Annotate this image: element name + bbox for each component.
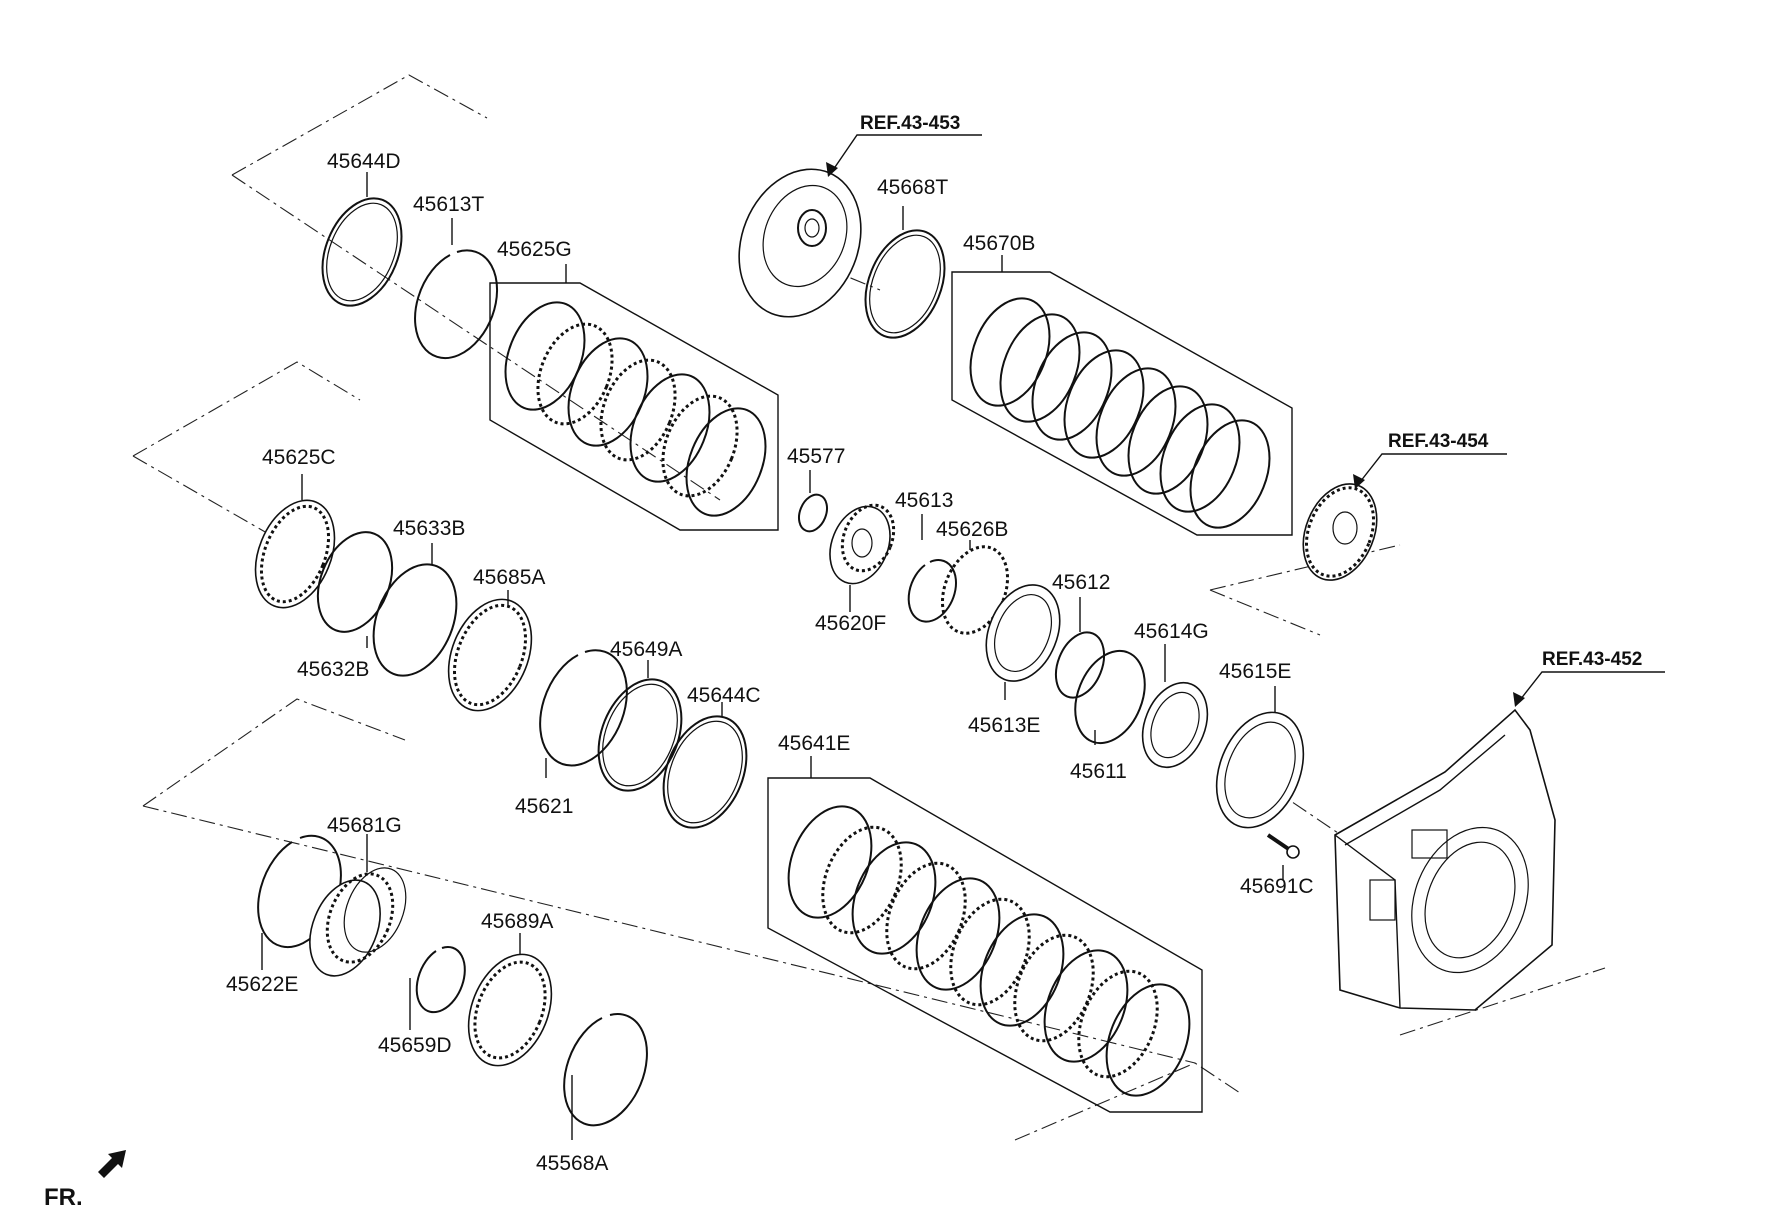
label-45644C[interactable]: 45644C [687, 684, 761, 707]
label-45614G[interactable]: 45614G [1134, 620, 1209, 643]
label-45681G[interactable]: 45681G [327, 814, 402, 837]
part-45568A[interactable] [563, 1013, 648, 1127]
label-45621[interactable]: 45621 [515, 795, 573, 818]
label-45659D[interactable]: 45659D [378, 1034, 452, 1057]
part-45612[interactable] [1047, 625, 1113, 705]
label-45644D[interactable]: 45644D [327, 150, 401, 173]
label-45615E[interactable]: 45615E [1219, 660, 1291, 683]
part-45620F[interactable] [819, 497, 903, 592]
label-45620F[interactable]: 45620F [815, 612, 886, 635]
part-45613T[interactable] [414, 249, 499, 359]
front-direction-arrow-icon [98, 1150, 126, 1178]
label-45577[interactable]: 45577 [787, 445, 845, 468]
label-45613T[interactable]: 45613T [413, 193, 484, 216]
label-45625G[interactable]: 45625G [497, 238, 572, 261]
part-45622E[interactable] [257, 834, 342, 948]
part-45613[interactable] [907, 559, 957, 623]
ref-43-453-label[interactable]: REF.43-453 [860, 113, 960, 134]
part-45691C-bolt[interactable] [1266, 833, 1300, 859]
ref-leaders [826, 134, 1665, 707]
front-direction-label: FR. [44, 1184, 83, 1211]
label-45568A[interactable]: 45568A [536, 1152, 608, 1175]
part-45625G-discs[interactable] [491, 291, 781, 528]
part-45621[interactable] [539, 649, 628, 767]
label-45622E[interactable]: 45622E [226, 973, 298, 996]
part-45670B-plates[interactable] [956, 287, 1285, 540]
label-45641E[interactable]: 45641E [778, 732, 850, 755]
part-45659D[interactable] [415, 945, 466, 1014]
part-45614G[interactable] [1131, 673, 1220, 777]
part-45641E-plates[interactable] [773, 794, 1205, 1108]
part-45644D[interactable] [308, 187, 417, 318]
part-45632B[interactable] [304, 521, 406, 643]
part-45689A[interactable] [453, 942, 567, 1078]
label-45625C[interactable]: 45625C [262, 446, 336, 469]
clutch-pack-45625G-box [489, 282, 779, 531]
label-45613E[interactable]: 45613E [968, 714, 1040, 737]
part-45649A[interactable] [583, 667, 697, 803]
label-45613[interactable]: 45613 [895, 489, 953, 512]
part-45577[interactable] [794, 491, 832, 536]
clutch-pack-45670B-box [951, 271, 1293, 536]
label-45626B[interactable]: 45626B [936, 518, 1008, 541]
label-45611[interactable]: 45611 [1070, 760, 1127, 783]
part-ref-43-453-pump[interactable] [718, 151, 882, 335]
label-45668T[interactable]: 45668T [877, 176, 948, 199]
part-ref-43-452-transmission-case[interactable] [1334, 708, 1556, 1011]
part-45613E[interactable] [973, 574, 1074, 692]
part-45668T[interactable] [851, 219, 960, 350]
leader-lines [261, 172, 1284, 1140]
ref-43-452-label[interactable]: REF.43-452 [1542, 649, 1642, 670]
label-45633B[interactable]: 45633B [393, 517, 465, 540]
label-45649A[interactable]: 45649A [610, 638, 682, 661]
clutch-pack-45641E-box [767, 777, 1203, 1113]
part-45685A[interactable] [433, 587, 547, 723]
label-45689A[interactable]: 45689A [481, 910, 553, 933]
part-45644C[interactable] [648, 704, 762, 840]
part-45625C[interactable] [241, 489, 350, 620]
label-45632B[interactable]: 45632B [297, 658, 369, 681]
label-45670B[interactable]: 45670B [963, 232, 1035, 255]
part-45681G[interactable] [297, 859, 418, 987]
part-45633B[interactable] [358, 552, 472, 688]
part-45615E[interactable] [1200, 699, 1319, 840]
label-45612[interactable]: 45612 [1052, 571, 1110, 594]
label-45691C[interactable]: 45691C [1240, 875, 1314, 898]
ref-43-454-label[interactable]: REF.43-454 [1388, 431, 1489, 452]
label-45685A[interactable]: 45685A [473, 566, 545, 589]
part-45611[interactable] [1062, 641, 1157, 754]
part-ref-43-454-gear[interactable] [1290, 473, 1391, 591]
